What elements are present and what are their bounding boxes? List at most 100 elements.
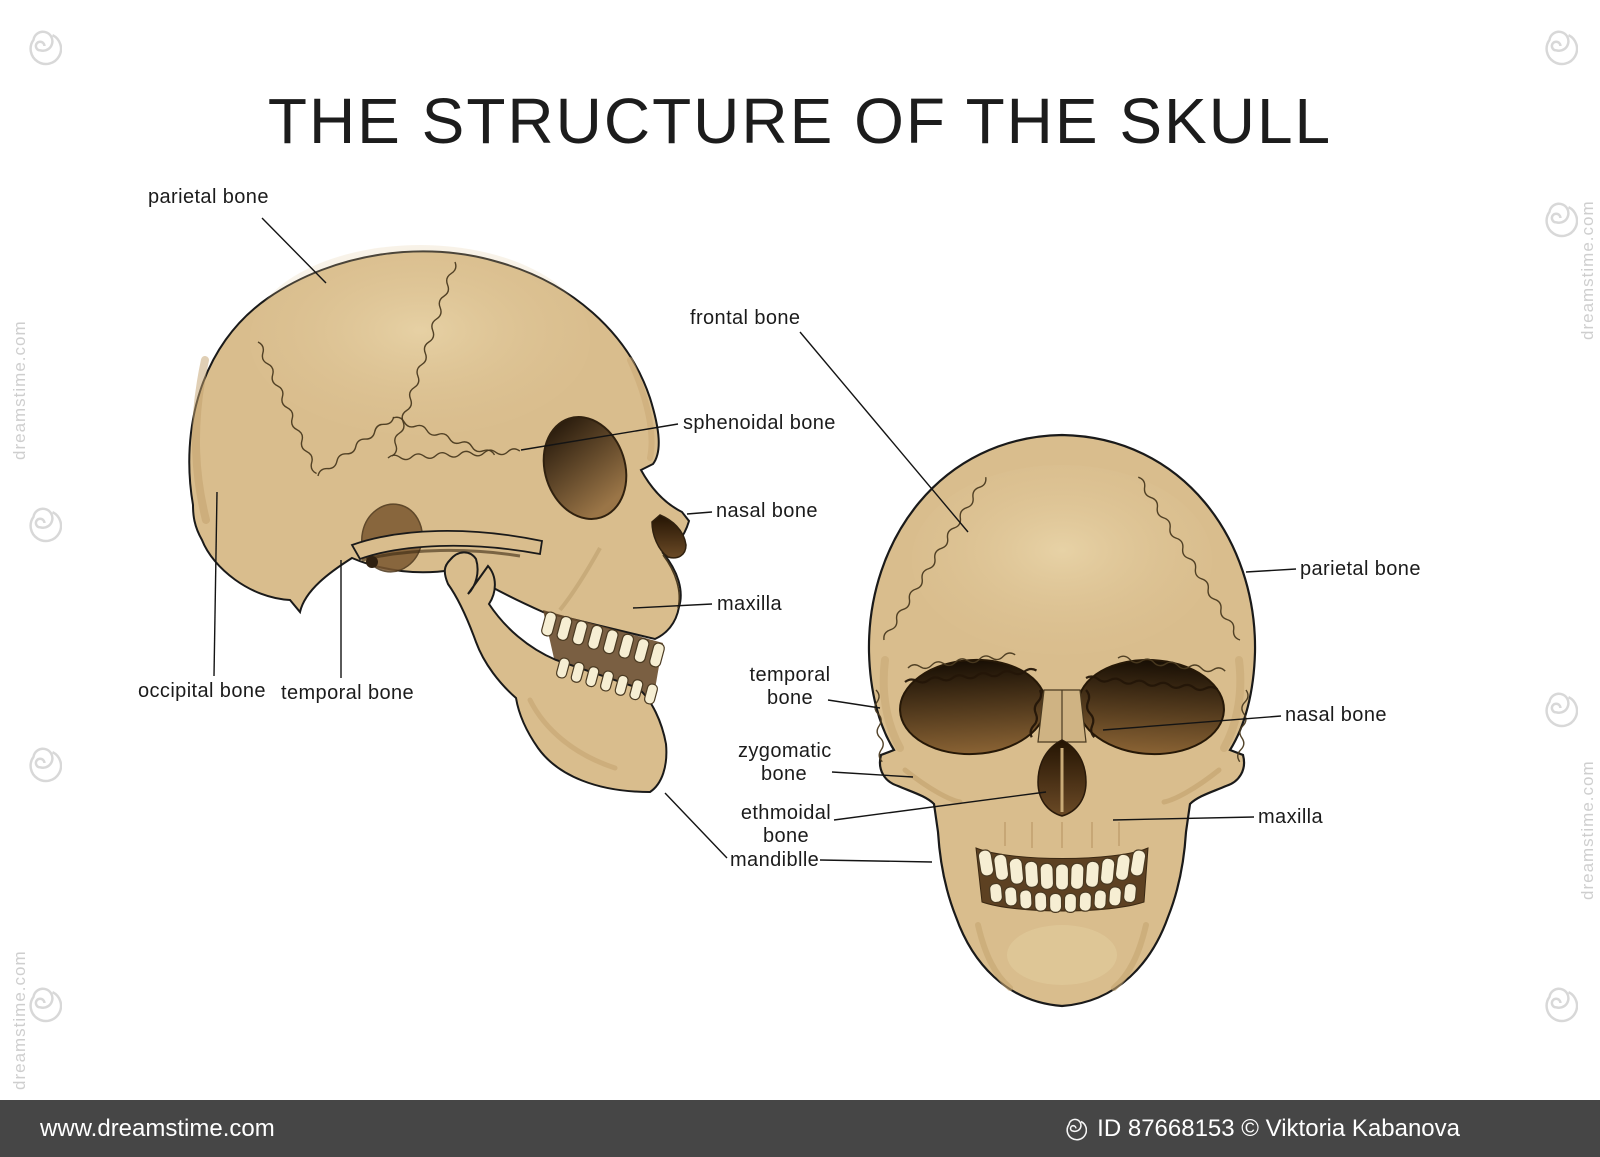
label-parietal-bone-side: parietal bone bbox=[148, 186, 269, 208]
tooth bbox=[1093, 889, 1108, 910]
leader-line-frontal bbox=[799, 331, 969, 533]
label-temporal-bone-side: temporal bone bbox=[281, 682, 415, 704]
label-mandible: mandiblle bbox=[730, 849, 820, 871]
leader-line-mandible-right bbox=[819, 859, 933, 863]
suture-line bbox=[392, 416, 496, 456]
side-underarch-shadow bbox=[361, 548, 521, 562]
front-chin-highlight bbox=[1007, 925, 1117, 985]
suture-line bbox=[257, 341, 317, 475]
leader-line-maxilla-front bbox=[1112, 816, 1255, 821]
tooth bbox=[1108, 886, 1123, 907]
tooth bbox=[1048, 892, 1063, 913]
leader-line-temporal-front bbox=[827, 699, 881, 709]
page-title: THE STRUCTURE OF THE SKULL bbox=[267, 85, 1333, 157]
label-ethmoidal-bone: ethmoidal bone bbox=[740, 802, 832, 847]
label-sphenoidal-bone: sphenoidal bone bbox=[683, 412, 836, 434]
side-ear-canal bbox=[366, 556, 378, 568]
watermark-credit-text: ID 87668153 © Viktoria Kabanova bbox=[1097, 1114, 1460, 1142]
tooth bbox=[1099, 857, 1116, 885]
label-maxilla-side: maxilla bbox=[717, 593, 783, 615]
side-frontal-shade bbox=[627, 357, 655, 461]
watermark-bar: www.dreamstime.com ID 87668153 © Viktori… bbox=[0, 1100, 1600, 1157]
spiral-watermark-icon bbox=[1545, 692, 1578, 728]
tooth bbox=[618, 633, 635, 659]
tooth bbox=[614, 674, 629, 696]
tooth bbox=[643, 683, 659, 705]
front-mandible-shade-right bbox=[1111, 922, 1149, 991]
front-cheek-shade-left bbox=[902, 767, 963, 805]
front-temple-shade-right bbox=[1220, 656, 1245, 752]
spiral-watermark-icon bbox=[29, 507, 62, 543]
side-maxilla-contour bbox=[662, 554, 680, 609]
tooth bbox=[1003, 886, 1018, 907]
leader-line-occipital bbox=[213, 491, 218, 677]
front-forehead-highlight bbox=[912, 465, 1212, 655]
suture-line bbox=[317, 416, 395, 477]
spiral-watermark-icon bbox=[1545, 30, 1578, 66]
tooth bbox=[556, 615, 573, 641]
suture-line bbox=[904, 667, 1038, 684]
tooth bbox=[1114, 853, 1131, 881]
suture-line bbox=[907, 652, 1016, 670]
tooth bbox=[599, 670, 615, 692]
tooth bbox=[1054, 863, 1070, 891]
spiral-watermark-icon bbox=[29, 747, 62, 783]
side-occipital-shade bbox=[191, 356, 210, 524]
tooth bbox=[989, 882, 1003, 904]
leader-line-mandible-left bbox=[664, 792, 728, 859]
front-maxilla-striations bbox=[1004, 822, 1120, 848]
leader-line-nasal-front bbox=[1102, 715, 1282, 731]
label-frontal-bone: frontal bone bbox=[690, 307, 801, 329]
suture-line bbox=[1138, 476, 1241, 641]
tooth bbox=[1084, 860, 1100, 888]
tooth bbox=[585, 666, 600, 688]
leader-line-ethmoidal bbox=[833, 791, 1047, 821]
spiral-watermark-icon bbox=[1545, 202, 1578, 238]
leader-line-nasal-side bbox=[686, 511, 713, 515]
watermark-credit: ID 87668153 © Viktoria Kabanova bbox=[1063, 1115, 1460, 1143]
tooth bbox=[555, 657, 571, 679]
suture-line bbox=[1117, 655, 1226, 673]
tooth bbox=[633, 638, 650, 664]
tooth bbox=[1069, 862, 1085, 890]
watermark-site-url: www.dreamstime.com bbox=[40, 1114, 275, 1142]
front-skull-illustration bbox=[867, 433, 1257, 1008]
front-mandible-shade-left bbox=[975, 922, 1013, 991]
tooth bbox=[1129, 849, 1147, 877]
vertical-watermark: dreamstime.com bbox=[1578, 760, 1597, 900]
vertical-watermark: dreamstime.com bbox=[10, 950, 29, 1090]
spiral-watermark-icon bbox=[1545, 987, 1578, 1023]
tooth bbox=[977, 849, 995, 877]
label-parietal-bone-front: parietal bone bbox=[1300, 558, 1421, 580]
vertical-watermark: dreamstime.com bbox=[1578, 200, 1597, 340]
dreamstime-logo-icon bbox=[1063, 1117, 1087, 1141]
tooth bbox=[1123, 882, 1137, 904]
tooth bbox=[649, 642, 665, 668]
side-cranium-highlight bbox=[250, 245, 590, 435]
front-cheek-shade-right bbox=[1161, 767, 1222, 805]
generated-details bbox=[257, 261, 1249, 913]
suture-line bbox=[883, 477, 987, 641]
tooth bbox=[587, 624, 604, 650]
leader-lines bbox=[213, 217, 1297, 863]
tooth bbox=[570, 661, 585, 683]
suture-line bbox=[874, 689, 884, 763]
label-maxilla-front: maxilla bbox=[1258, 806, 1324, 828]
suture-line bbox=[387, 448, 521, 461]
spiral-watermark-icon bbox=[29, 30, 62, 66]
tooth bbox=[1018, 889, 1033, 910]
leader-line-maxilla-side bbox=[632, 603, 713, 609]
tooth bbox=[1033, 891, 1048, 912]
leader-line-parietal-side bbox=[261, 217, 327, 284]
tooth bbox=[1078, 891, 1093, 912]
tooth bbox=[1039, 862, 1055, 890]
side-cheek-shade bbox=[558, 547, 602, 612]
front-temple-shade-left bbox=[879, 656, 904, 752]
suture-line bbox=[1237, 689, 1249, 763]
spiral-watermark-icon bbox=[29, 987, 62, 1023]
tooth bbox=[1024, 860, 1040, 888]
label-occipital-bone: occipital bone bbox=[138, 680, 266, 702]
label-nasal-bone-front: nasal bone bbox=[1285, 704, 1387, 726]
